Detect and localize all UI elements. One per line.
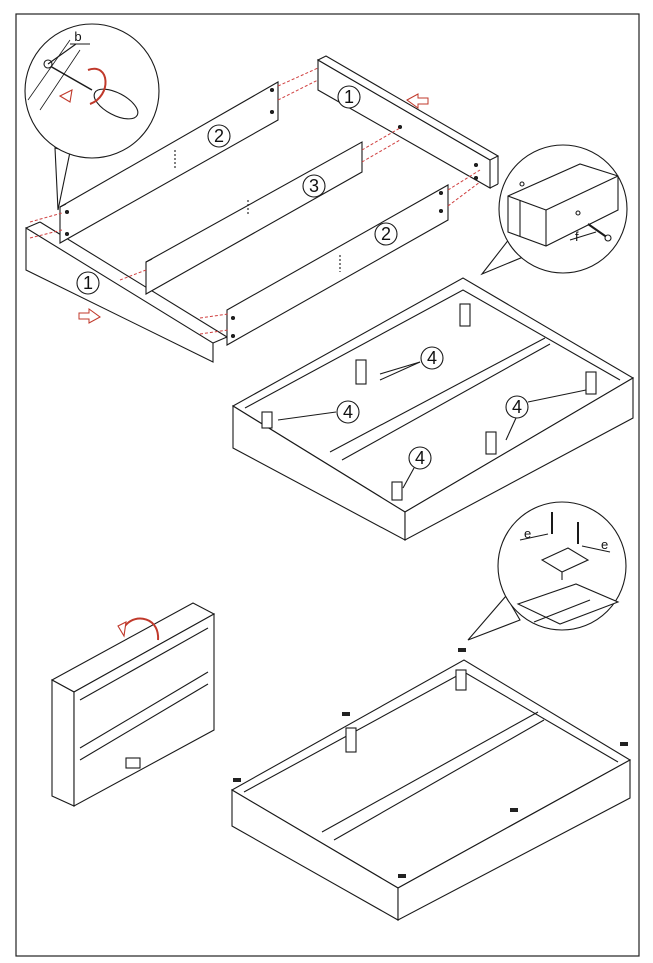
page-border [15,13,640,957]
glide-block-icon [540,547,590,580]
part-number: 4 [343,402,353,422]
rotate-arrow-icon [87,67,107,105]
part-number: 1 [83,273,93,293]
dowel-guide-lines [29,67,481,335]
step-4-frame-with-glides [230,648,632,921]
bracket-callout-4-bottom: 4 [402,446,432,489]
bracket-callout-4-top: 4 [379,346,444,381]
part-number: 1 [344,87,354,107]
callout-f: f [575,229,579,244]
part-number: 4 [427,348,437,368]
part-callout-3: 3 [302,174,326,198]
push-arrows [78,93,429,324]
corner-brackets [261,303,597,501]
part-callout-2-left: 2 [207,124,231,148]
part-number: 2 [381,224,391,244]
part-callout-2-right: 2 [374,222,398,246]
glide-markers [233,648,628,878]
screwdriver-icon [49,65,139,120]
part-callout-1-top: 1 [337,85,361,109]
callout-e-left: e [524,526,531,541]
bracket-callout-4-left: 4 [277,400,360,424]
part-number: 4 [512,397,522,417]
part-number: 4 [415,448,425,468]
detail-screwdriver: b [24,23,160,211]
callout-b: b [74,29,81,44]
side-panel-back [316,55,500,189]
detail-screw: f [480,144,628,276]
step-2-frame-with-brackets: 4 4 4 4 [231,277,635,541]
step-1-exploded-frame: 1 2 3 2 1 [25,55,500,363]
screw-icon [587,223,612,242]
side-panel-front [25,221,228,363]
push-arrow-icon [78,308,101,324]
part-number: 2 [214,126,224,146]
part-callout-1-bottom: 1 [76,271,100,295]
detail-glides: e e [467,501,627,641]
bracket-callout-4-right: 4 [505,389,587,441]
step-3-flip-frame [50,602,216,807]
callout-e-right: e [601,537,608,552]
part-number: 3 [309,176,319,196]
screw-icon [551,512,579,544]
push-arrow-icon [406,93,429,109]
